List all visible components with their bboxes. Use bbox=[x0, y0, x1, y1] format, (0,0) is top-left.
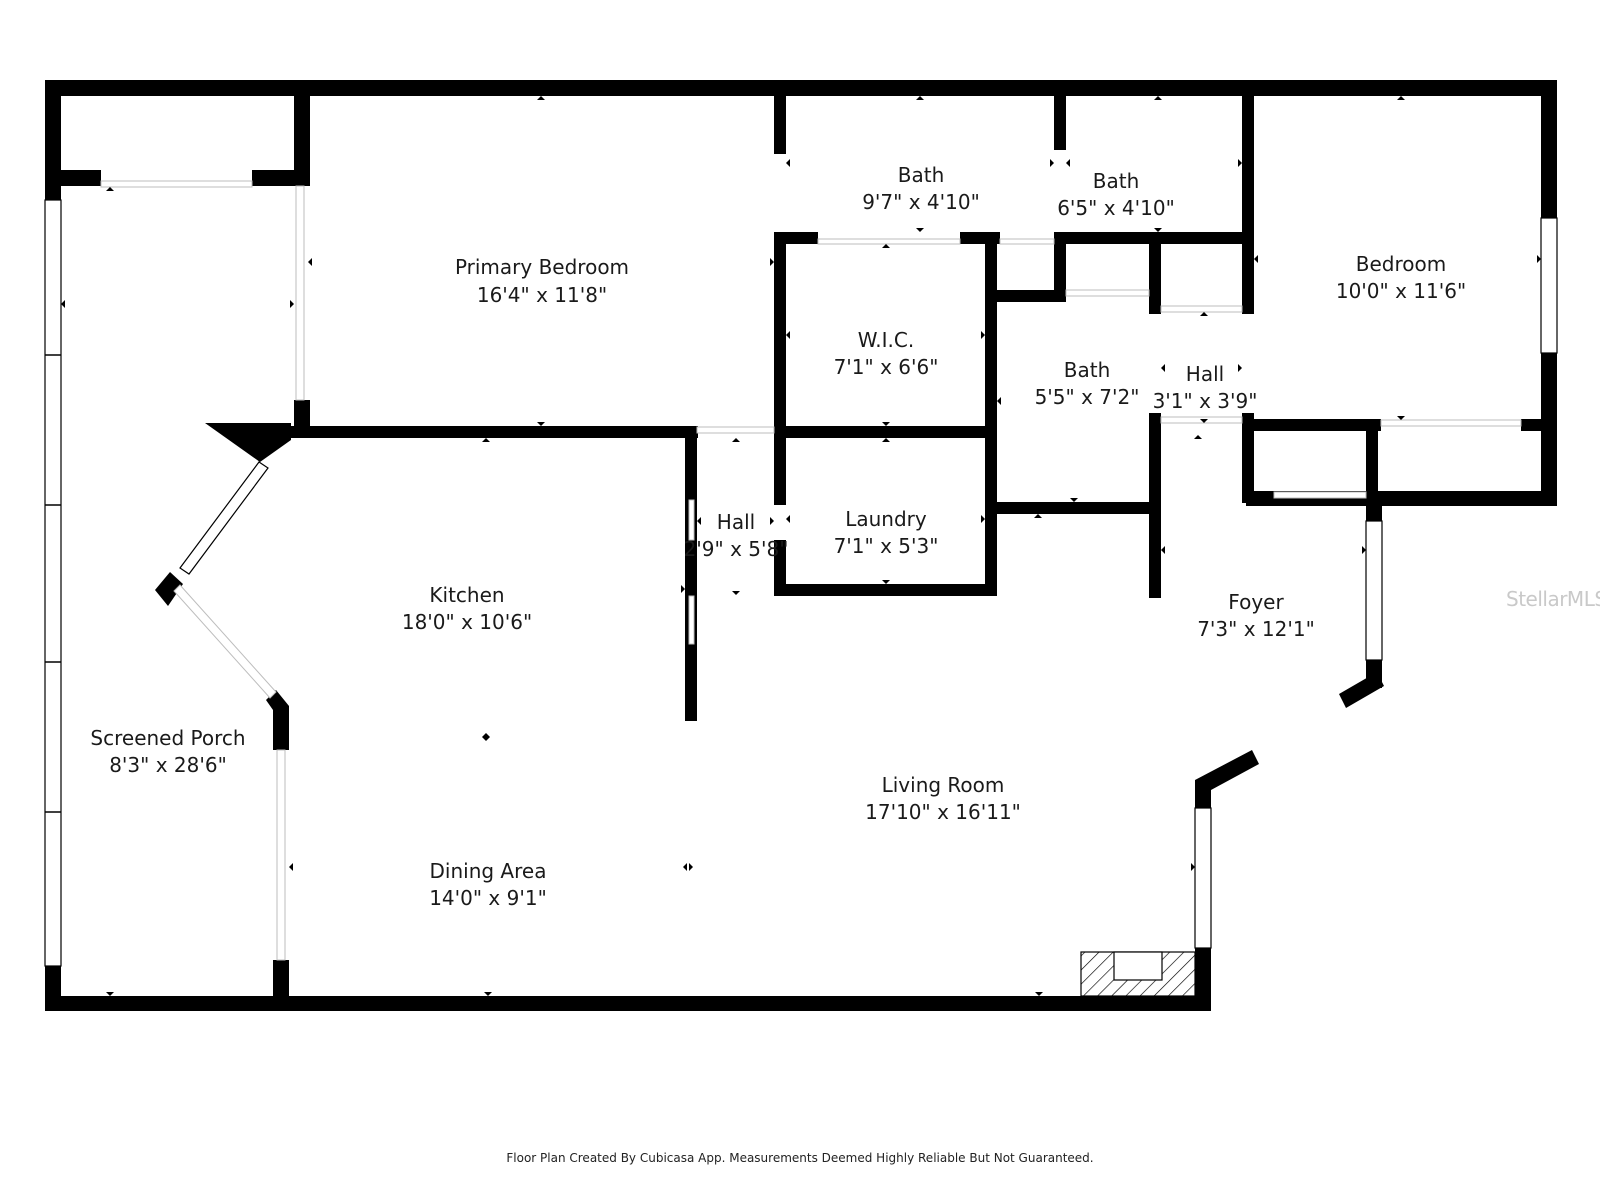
exterior-walls bbox=[45, 80, 1557, 1011]
room-name: Screened Porch bbox=[90, 726, 245, 750]
room-name: Bath bbox=[898, 163, 945, 187]
room-dining-area: Dining Area 14'0" x 9'1" bbox=[429, 859, 547, 910]
interior-walls bbox=[291, 96, 1557, 721]
room-bath-3: Bath 5'5" x 7'2" bbox=[1035, 358, 1140, 409]
room-name: Primary Bedroom bbox=[455, 255, 629, 279]
room-name: Foyer bbox=[1228, 590, 1284, 614]
room-bath-2: Bath 6'5" x 4'10" bbox=[1057, 169, 1175, 220]
room-dimensions: 7'3" x 12'1" bbox=[1197, 617, 1315, 641]
room-name: Laundry bbox=[845, 507, 927, 531]
room-laundry: Laundry 7'1" x 5'3" bbox=[834, 507, 939, 558]
room-hall-2: Hall 2'9" x 5'8" bbox=[684, 510, 789, 561]
room-name: W.I.C. bbox=[858, 328, 914, 352]
room-hall-1: Hall 3'1" x 3'9" bbox=[1153, 362, 1258, 413]
room-name: Hall bbox=[1186, 362, 1224, 386]
room-name: Bedroom bbox=[1356, 252, 1446, 276]
room-kitchen: Kitchen 18'0" x 10'6" bbox=[402, 583, 532, 634]
room-dimensions: 7'1" x 6'6" bbox=[834, 355, 939, 379]
room-dimensions: 2'9" x 5'8" bbox=[684, 537, 789, 561]
room-name: Kitchen bbox=[429, 583, 504, 607]
room-dimensions: 5'5" x 7'2" bbox=[1035, 385, 1140, 409]
room-name: Hall bbox=[717, 510, 755, 534]
porch-walls bbox=[45, 96, 310, 1000]
room-name: Living Room bbox=[882, 773, 1005, 797]
room-dimensions: 9'7" x 4'10" bbox=[862, 190, 980, 214]
windows bbox=[44, 199, 1558, 967]
room-dimensions: 7'1" x 5'3" bbox=[834, 534, 939, 558]
room-dimensions: 18'0" x 10'6" bbox=[402, 610, 532, 634]
room-dimensions: 6'5" x 4'10" bbox=[1057, 196, 1175, 220]
room-dimensions: 16'4" x 11'8" bbox=[477, 283, 607, 307]
room-dimensions: 8'3" x 28'6" bbox=[109, 753, 227, 777]
room-name: Bath bbox=[1064, 358, 1111, 382]
room-bedroom: Bedroom 10'0" x 11'6" bbox=[1336, 252, 1466, 303]
room-living-room: Living Room 17'10" x 16'11" bbox=[865, 773, 1021, 824]
room-dimensions: 10'0" x 11'6" bbox=[1336, 279, 1466, 303]
room-screened-porch: Screened Porch 8'3" x 28'6" bbox=[90, 726, 245, 777]
footer-disclaimer: Floor Plan Created By Cubicasa App. Meas… bbox=[506, 1151, 1094, 1165]
room-name: Dining Area bbox=[430, 859, 547, 883]
room-dimensions: 3'1" x 3'9" bbox=[1153, 389, 1258, 413]
fireplace bbox=[1080, 951, 1196, 997]
room-name: Bath bbox=[1093, 169, 1140, 193]
room-bath-1: Bath 9'7" x 4'10" bbox=[862, 163, 980, 214]
room-primary-bedroom: Primary Bedroom 16'4" x 11'8" bbox=[455, 255, 629, 307]
room-wic: W.I.C. 7'1" x 6'6" bbox=[834, 328, 939, 379]
watermark: StellarMLS bbox=[1506, 587, 1600, 611]
room-dimensions: 17'10" x 16'11" bbox=[865, 800, 1021, 824]
room-dimensions: 14'0" x 9'1" bbox=[429, 886, 547, 910]
room-foyer: Foyer 7'3" x 12'1" bbox=[1197, 590, 1315, 641]
measurement-markers bbox=[61, 96, 1541, 996]
